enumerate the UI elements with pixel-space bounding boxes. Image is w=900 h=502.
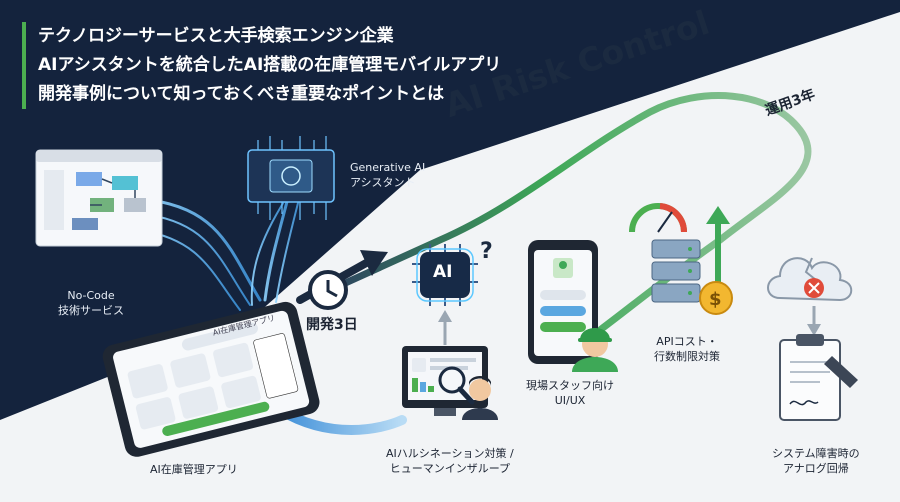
clipboard-icon [779,334,858,421]
svg-text:$: $ [709,289,722,310]
ai-chip-text: AI [433,262,453,282]
smartphone-device [528,240,598,364]
generative-ai-label: Generative AI アシスタント [350,160,425,190]
clock-icon [308,270,348,310]
coin-icon: $ [699,281,733,315]
dev-arrowhead [360,250,388,276]
title-block: テクノロジーサービスと大手検索エンジン企業 AIアシスタントを統合したAI搭載の… [22,22,501,109]
person-icon [462,376,498,420]
title-line-2: AIアシスタントを統合したAI搭載の在庫管理モバイルアプリ [38,55,502,75]
tablet-app-label: AI在庫管理アプリ [150,463,238,476]
field-staff-text-2: UI/UX [554,394,586,407]
tablet-device [102,301,320,457]
tablet-to-monitor-arc [275,405,407,435]
outage-label: システム障害時の アナログ回帰 [772,446,860,476]
outage-text-2: アナログ回帰 [782,462,849,475]
svg-text:?: ? [480,239,493,264]
worker-icon [572,328,618,372]
outage-text-1: システム障害時の [772,447,860,460]
nocode-text-2: 技術サービス [58,304,124,317]
nocode-label: No-Code 技術サービス [58,288,124,318]
nocode-text-1: No-Code [67,289,115,302]
ai-chip-icon: ? [412,239,493,306]
gauge-icon [629,203,688,233]
server-stack-icon [651,239,701,303]
hallucination-text-2: ヒューマンインザループ [389,462,511,475]
field-staff-text-1: 現場スタッフ向け [526,379,614,392]
dev-days-label: 開発3日 [306,317,358,333]
title-line-1: テクノロジーサービスと大手検索エンジン企業 [38,26,394,46]
broken-cloud-icon [767,257,853,302]
hallucination-text-1: AIハルシネーション対策 / [386,447,514,460]
generative-ai-text: Generative AI [350,161,426,174]
monitor-device [402,346,488,416]
flow-lines [139,188,301,311]
nocode-screen [35,149,163,247]
ai-chip-board [247,136,335,220]
assistant-text: アシスタント [350,176,416,189]
hallucination-label: AIハルシネーション対策 / ヒューマンインザループ [386,446,514,476]
field-staff-label: 現場スタッフ向け UI/UX [526,378,614,408]
api-cost-text-1: APIコスト・ [656,335,718,348]
title-line-3: 開発事例について知っておくべき重要なポイントとは [38,84,445,104]
api-cost-label: APIコスト・ 行数制限対策 [654,334,720,364]
navy-background [0,0,900,420]
api-cost-text-2: 行数制限対策 [654,350,720,363]
